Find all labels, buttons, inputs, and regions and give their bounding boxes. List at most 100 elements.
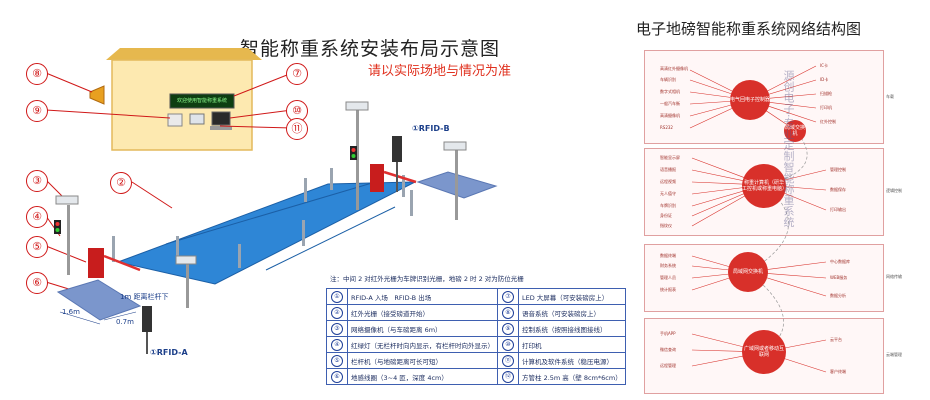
legend-number-badge: ⑨	[502, 322, 514, 335]
pad-width-label: 1.6m	[62, 308, 80, 316]
p3-item: 中心数据库	[830, 259, 850, 264]
p1-item: 高清红外摄像机	[660, 66, 688, 71]
house-roof	[106, 48, 262, 60]
p2-item: 管理控制	[830, 167, 846, 172]
p2-item: 指纹仪	[660, 223, 672, 228]
p1-item: 一般汽车衡	[660, 101, 680, 106]
legend-description: 网络摄像机（与车磅距离 6m）	[347, 320, 498, 337]
p2-item: 无人值守	[660, 191, 676, 196]
traffic-light-left	[54, 220, 61, 234]
legend-number-badge: ⑫	[502, 370, 514, 383]
marker-8: ⑧	[26, 63, 48, 85]
node-switch: 局域交换机	[784, 120, 806, 142]
legend-number-badge: ③	[331, 322, 343, 335]
legend-number-badge: ⑥	[331, 370, 343, 383]
marker-6: ⑥	[26, 272, 48, 294]
legend-description: LED 大屏幕（可安装磅房上）	[518, 288, 626, 305]
marker-2: ②	[110, 172, 132, 194]
p1-item: 打印机	[820, 105, 832, 110]
marker-4: ④	[26, 206, 48, 228]
p3-item: 数据终端	[660, 253, 676, 258]
p4-item: 客户终端	[830, 369, 846, 374]
legend-number: ⑦	[497, 288, 519, 305]
p2-item: 车牌识别	[660, 203, 676, 208]
camera-pole-left	[55, 195, 79, 275]
layout-drawing	[45, 48, 498, 354]
side-label-3: 网络传输	[886, 274, 902, 279]
legend-number-badge: ⑩	[502, 338, 514, 351]
network-structure-diagram: 电子地磅智能称重系统网络结构图 电气回电子控制器 局域交换机 称重计算机（研华工…	[630, 0, 930, 400]
legend-number: ②	[326, 304, 348, 321]
led-screen-text: 欢迎使用智能称重系统	[176, 98, 227, 104]
legend-number-badge: ⑧	[502, 306, 514, 319]
legend-description: 打印机	[518, 336, 626, 353]
p3-item: WEB服务	[830, 275, 848, 280]
legend-number-badge: ⑦	[502, 290, 514, 303]
legend-number: ⑨	[497, 320, 519, 337]
legend-number-badge: ②	[331, 306, 343, 319]
p2-item: 智能显示屏	[660, 155, 680, 160]
legend-description: 控制系统（按照接线图接线）	[518, 320, 626, 337]
p3-item: 数据分析	[830, 293, 846, 298]
camera-pole-right	[345, 101, 369, 210]
p4-item: 微信查询	[660, 347, 676, 352]
diagram-subtitle: 请以实际场地与情况为准	[368, 64, 512, 79]
marker-5: ⑤	[26, 236, 48, 258]
side-label-4: 云端管理	[886, 352, 902, 357]
legend-description: 计算机及软件系统（稳压电源）	[518, 352, 626, 369]
layout-note: 注：中间 2 对红外光栅为车牌识别光栅，地磅 2 时 2 对为防位光栅	[330, 275, 524, 283]
printer	[189, 113, 205, 125]
p2-item: 远程视频	[660, 179, 676, 184]
p1-item: 高清摄像机	[660, 113, 680, 118]
legend-number: ⑫	[497, 368, 519, 385]
side-label-2: 逻辑控制	[886, 188, 902, 193]
led-screen	[169, 93, 235, 109]
computer-monitor	[211, 111, 231, 126]
barrier-gate-right	[370, 164, 384, 192]
control-box	[167, 113, 183, 127]
traffic-light-right	[350, 146, 357, 160]
p4-item: 云平台	[830, 337, 842, 342]
p2-item: 数据保存	[830, 187, 846, 192]
legend-number: ⑤	[326, 352, 348, 369]
node-wan: 广域网或者移动互联网	[742, 330, 786, 374]
p1-item: RS232	[660, 125, 673, 130]
marker-7: ⑦	[286, 63, 308, 85]
rfid-a-label: ①RFID-A	[150, 348, 188, 357]
rfid-b-label: ①RFID-B	[412, 124, 450, 133]
legend-row: ③ 网络摄像机（与车磅距离 6m） ⑨ 控制系统（按照接线图接线）	[326, 320, 626, 337]
legend-number: ③	[326, 320, 348, 337]
pad-depth-label: 0.7m	[116, 318, 134, 326]
legend-number: ⑩	[497, 336, 519, 353]
p1-item: 数字式相机	[660, 89, 680, 94]
p3-item: 财务系统	[660, 263, 676, 268]
p1-item: 红外控制	[820, 119, 836, 124]
legend-number: ⑧	[497, 304, 519, 321]
barrier-gate-left	[88, 248, 104, 278]
legend-description: 地感线圈（3~4 匝，深度 4cm）	[347, 368, 498, 385]
pointer-lines	[45, 72, 293, 291]
p2-item: 打印输出	[830, 207, 846, 212]
legend-number-badge: ⑤	[331, 354, 343, 367]
p2-item: 语音播报	[660, 167, 676, 172]
legend-description: RFID-A 入场 RFID-B 出场	[347, 288, 498, 305]
barrier-distance-label: 1m 距离栏杆下	[120, 293, 169, 301]
weighbridge-platform	[116, 181, 416, 285]
legend-number: ⑪	[497, 352, 519, 369]
ground-loop-a	[56, 279, 142, 321]
p1-item: 车辆识别	[660, 77, 676, 82]
p1-item: ID卡	[820, 77, 829, 82]
p2-item: 身份证	[660, 213, 672, 218]
legend-description: 语音系统（可安装磅房上）	[518, 304, 626, 321]
computer-keyboard	[210, 126, 232, 130]
legend-number-badge: ⑪	[502, 354, 514, 367]
side-label-1: 车载	[886, 94, 894, 99]
infrared-posts	[112, 168, 413, 268]
p4-item: 远程管理	[660, 363, 676, 368]
